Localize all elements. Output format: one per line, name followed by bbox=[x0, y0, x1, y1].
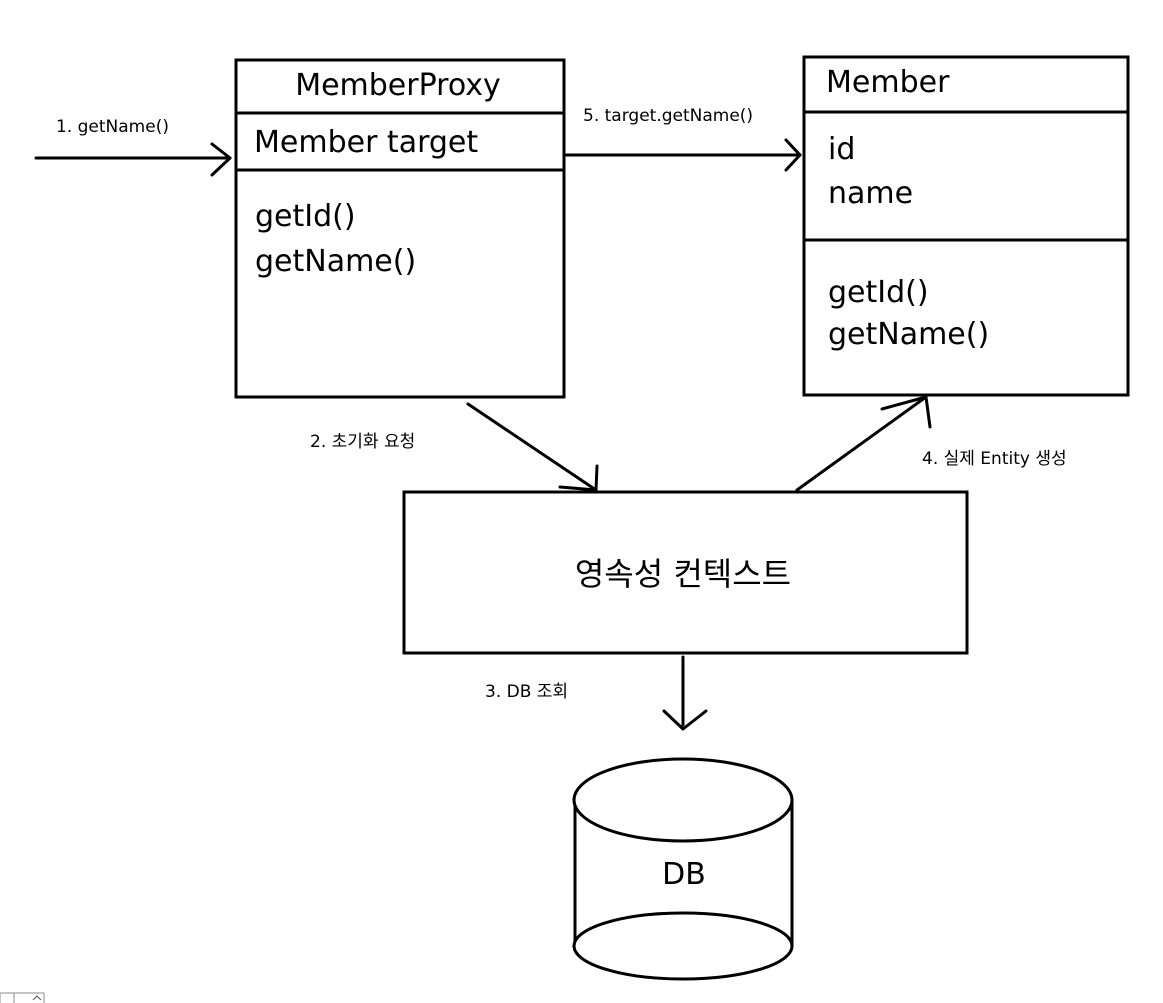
persistence-context-outline bbox=[402, 490, 969, 655]
step-4-label: 4. 실제 Entity 생성 bbox=[922, 449, 1067, 469]
member-entity-field: name bbox=[828, 176, 913, 211]
step-5-label: 5. target.getName() bbox=[583, 106, 753, 126]
member-proxy-box: MemberProxy Member target getId() getNam… bbox=[234, 58, 566, 399]
member-entity-title: Member bbox=[826, 65, 950, 100]
arrow-step-1 bbox=[34, 142, 232, 177]
step-2-label: 2. 초기화 요청 bbox=[310, 432, 415, 452]
arrow-step-4 bbox=[795, 395, 932, 492]
step-3-label: 3. DB 조회 bbox=[485, 682, 568, 702]
db-label: DB bbox=[662, 857, 706, 892]
arrow-step-5 bbox=[564, 138, 802, 172]
member-proxy-outline bbox=[234, 58, 566, 399]
db-cylinder-sides bbox=[573, 798, 794, 948]
db-cylinder: DB bbox=[572, 757, 794, 981]
chevron-up-icon[interactable] bbox=[32, 995, 42, 1001]
arrow-step-3 bbox=[662, 655, 708, 731]
member-entity-method: getId() bbox=[828, 275, 929, 310]
member-entity-field: id bbox=[828, 132, 855, 167]
db-cylinder-bottom bbox=[572, 911, 794, 981]
member-entity-box: Member id name getId() getName() bbox=[802, 55, 1130, 397]
member-proxy-method: getId() bbox=[255, 199, 356, 234]
step-1-label: 1. getName() bbox=[56, 117, 169, 137]
member-entity-method: getName() bbox=[828, 317, 989, 352]
db-cylinder-top bbox=[572, 757, 794, 843]
member-proxy-title: MemberProxy bbox=[295, 68, 501, 103]
member-proxy-method: getName() bbox=[255, 244, 416, 279]
scroll-widget[interactable] bbox=[0, 992, 45, 1003]
persistence-context-label: 영속성 컨텍스트 bbox=[575, 555, 791, 593]
member-proxy-field: Member target bbox=[254, 125, 478, 160]
persistence-context-box: 영속성 컨텍스트 bbox=[402, 490, 969, 655]
arrow-step-2 bbox=[466, 402, 599, 492]
